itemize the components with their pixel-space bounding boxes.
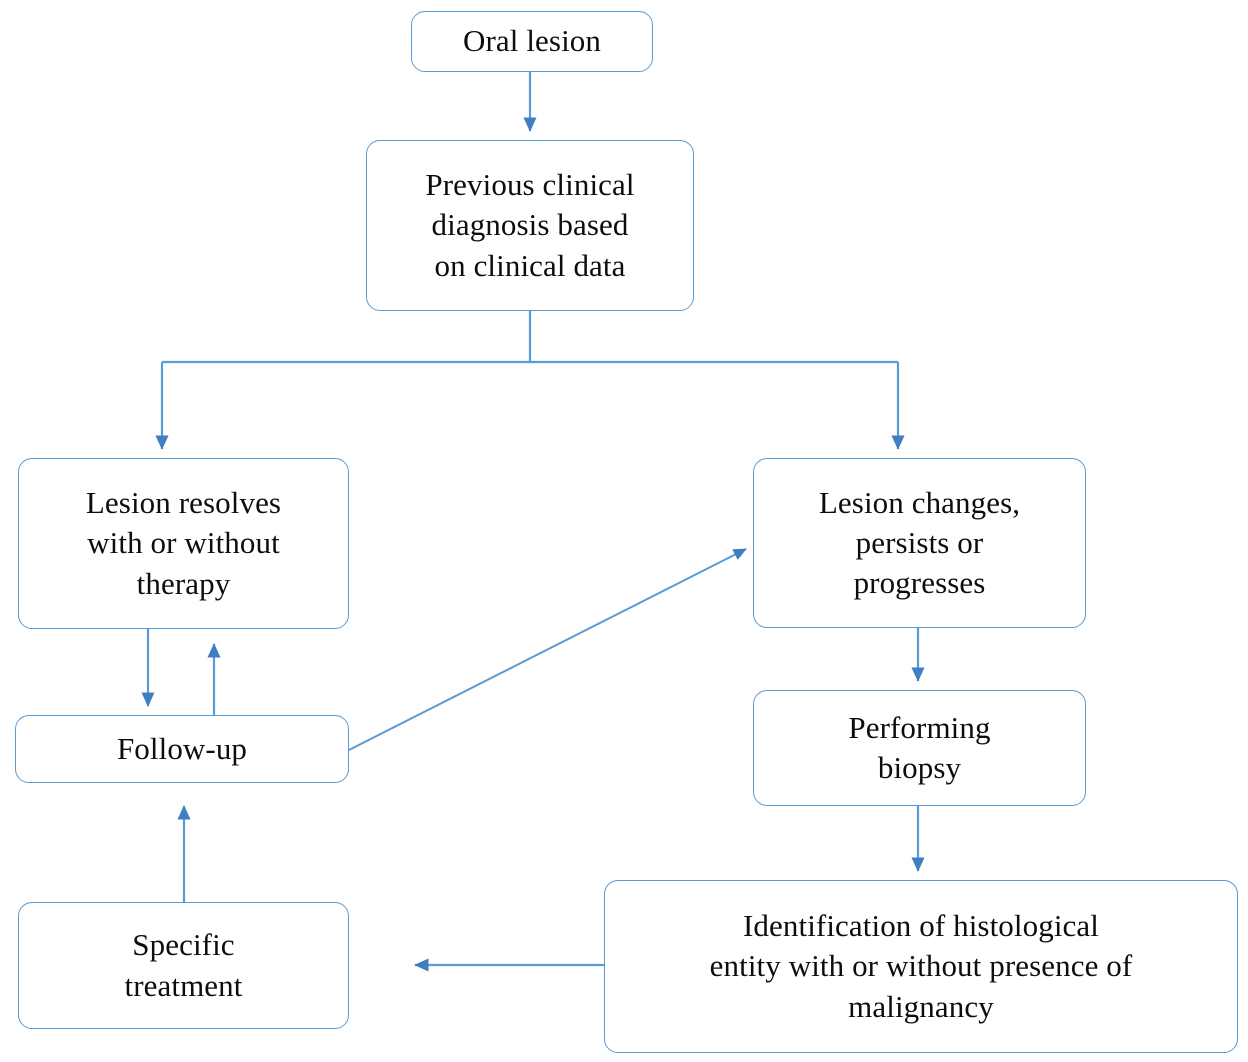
node-lesion-changes-label: Lesion changes, persists or progresses — [818, 484, 1021, 601]
node-lesion-resolves-label: Lesion resolves with or without therapy — [85, 485, 282, 601]
node-follow-up[interactable]: Follow-up — [15, 715, 349, 783]
node-performing-biopsy-label: Performing biopsy — [848, 709, 991, 785]
node-previous-clinical-diagnosis[interactable]: Previous clinical diagnosis based on cli… — [366, 140, 694, 311]
node-identification-histological-entity-label: Identification of histological entity wi… — [709, 908, 1133, 1024]
node-specific-treatment[interactable]: Specific treatment — [18, 902, 349, 1029]
node-oral-lesion-label: Oral lesion — [463, 23, 601, 59]
node-lesion-resolves[interactable]: Lesion resolves with or without therapy — [18, 458, 349, 629]
node-identification-histological-entity[interactable]: Identification of histological entity wi… — [604, 880, 1238, 1053]
node-follow-up-label: Follow-up — [116, 730, 248, 766]
node-specific-treatment-label: Specific treatment — [124, 927, 243, 1003]
node-performing-biopsy[interactable]: Performing biopsy — [753, 690, 1086, 806]
node-previous-clinical-diagnosis-label: Previous clinical diagnosis based on cli… — [425, 167, 635, 283]
edge-previous-split — [162, 311, 898, 364]
node-oral-lesion[interactable]: Oral lesion — [411, 11, 653, 72]
node-lesion-changes[interactable]: Lesion changes, persists or progresses — [753, 458, 1086, 628]
edge-followup-to-changes — [348, 548, 747, 751]
